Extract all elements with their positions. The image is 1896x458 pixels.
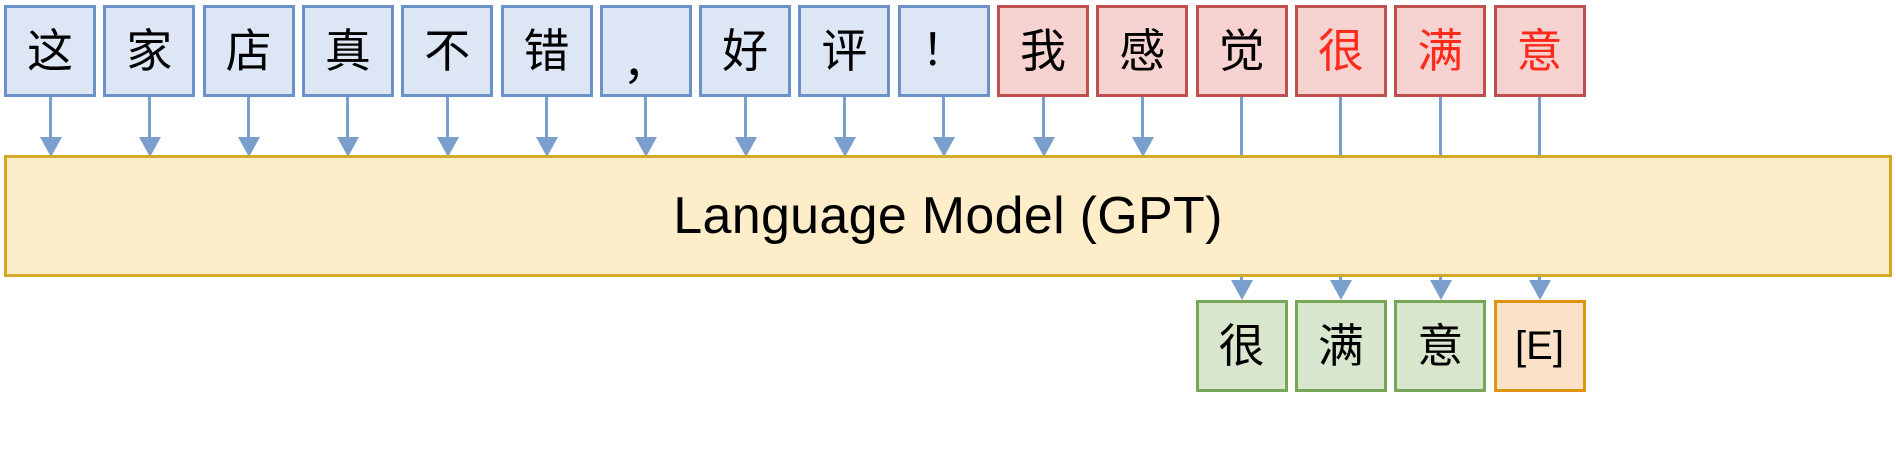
input-token-label: 觉 xyxy=(1218,25,1265,77)
input-connector-14 xyxy=(1339,97,1343,157)
connector-line xyxy=(644,97,648,138)
connector-line xyxy=(1140,97,1144,138)
arrow-head-icon xyxy=(39,137,62,157)
output-token-label: 满 xyxy=(1317,320,1364,372)
arrow-head-icon xyxy=(1131,137,1154,157)
input-connector-9 xyxy=(833,97,856,157)
input-token-label: 很 xyxy=(1317,25,1364,77)
input-connector-11 xyxy=(1032,97,1055,157)
input-token-label: 满 xyxy=(1417,25,1464,77)
input-token-6[interactable]: 错 xyxy=(500,5,593,97)
output-connector-2 xyxy=(1330,277,1353,300)
input-connector-8 xyxy=(734,97,757,157)
input-connector-16 xyxy=(1538,97,1541,157)
arrow-head-icon xyxy=(1429,280,1452,300)
output-token-label: [E] xyxy=(1515,324,1564,368)
input-token-label: 店 xyxy=(225,25,272,77)
connector-line xyxy=(942,97,946,138)
arrow-head-icon xyxy=(734,137,757,157)
connector-line xyxy=(1240,277,1244,281)
connector-line xyxy=(48,97,52,138)
input-token-15[interactable]: 满 xyxy=(1394,5,1487,97)
connector-line xyxy=(1538,97,1541,157)
input-token-12[interactable]: 感 xyxy=(1096,5,1189,97)
input-token-4[interactable]: 真 xyxy=(301,5,394,97)
input-token-label: 好 xyxy=(722,25,769,77)
input-token-2[interactable]: 家 xyxy=(103,5,196,97)
connector-line xyxy=(147,97,151,138)
connector-line xyxy=(1438,277,1442,281)
input-token-16[interactable]: 意 xyxy=(1493,5,1586,97)
arrow-head-icon xyxy=(238,137,261,157)
input-token-label: 不 xyxy=(424,25,471,77)
input-connector-6 xyxy=(536,97,558,157)
connector-line xyxy=(247,97,251,138)
input-connector-13 xyxy=(1240,97,1244,157)
input-token-8[interactable]: 好 xyxy=(699,5,792,97)
input-token-5[interactable]: 不 xyxy=(401,5,494,97)
arrow-head-icon xyxy=(635,137,658,157)
input-connector-3 xyxy=(238,97,261,157)
input-token-11[interactable]: 我 xyxy=(997,5,1089,97)
language-model-box[interactable]: Language Model (GPT) xyxy=(4,155,1892,277)
input-token-label: 我 xyxy=(1020,25,1066,77)
input-connector-2 xyxy=(138,97,161,157)
connector-line xyxy=(1538,277,1541,281)
input-connector-1 xyxy=(39,97,62,157)
input-token-3[interactable]: 店 xyxy=(202,5,295,97)
output-token-1[interactable]: 很 xyxy=(1195,300,1288,392)
output-connector-1 xyxy=(1231,277,1254,300)
input-token-label: 感 xyxy=(1119,25,1166,77)
arrow-head-icon xyxy=(536,137,558,157)
input-token-1[interactable]: 这 xyxy=(4,5,96,97)
arrow-head-icon xyxy=(933,137,956,157)
input-token-label: 意 xyxy=(1516,25,1563,77)
connector-line xyxy=(1041,97,1045,138)
connector-line xyxy=(1438,97,1442,157)
connector-line xyxy=(1240,97,1244,157)
connector-line xyxy=(1339,277,1343,281)
arrow-head-icon xyxy=(138,137,161,157)
output-token-label: 很 xyxy=(1218,320,1265,372)
arrow-head-icon xyxy=(1529,280,1551,300)
connector-line xyxy=(445,97,449,138)
arrow-head-icon xyxy=(1231,280,1254,300)
input-connector-4 xyxy=(337,97,360,157)
output-token-2[interactable]: 满 xyxy=(1294,300,1387,392)
output-token-label: 意 xyxy=(1417,320,1464,372)
input-token-label: ！ xyxy=(921,26,966,75)
output-token-4[interactable]: [E] xyxy=(1493,300,1586,392)
input-token-14[interactable]: 很 xyxy=(1294,5,1387,97)
input-token-10[interactable]: ！ xyxy=(897,5,990,97)
input-token-label: ， xyxy=(622,37,669,89)
input-connector-15 xyxy=(1438,97,1442,157)
arrow-head-icon xyxy=(833,137,856,157)
input-token-7[interactable]: ， xyxy=(599,5,692,97)
input-connector-10 xyxy=(933,97,956,157)
input-token-13[interactable]: 觉 xyxy=(1195,5,1288,97)
input-connector-12 xyxy=(1131,97,1154,157)
input-connector-7 xyxy=(635,97,658,157)
connector-line xyxy=(842,97,846,138)
arrow-head-icon xyxy=(436,137,459,157)
input-token-label: 这 xyxy=(27,25,73,77)
input-token-label: 真 xyxy=(324,25,371,77)
output-connector-4 xyxy=(1529,277,1551,300)
connector-line xyxy=(346,97,350,138)
input-token-label: 家 xyxy=(126,25,173,77)
input-token-label: 评 xyxy=(821,25,868,77)
arrow-head-icon xyxy=(1032,137,1055,157)
input-connector-5 xyxy=(436,97,459,157)
output-connector-3 xyxy=(1429,277,1452,300)
arrow-head-icon xyxy=(1330,280,1353,300)
input-token-9[interactable]: 评 xyxy=(798,5,891,97)
output-token-3[interactable]: 意 xyxy=(1394,300,1487,392)
connector-line xyxy=(545,97,548,138)
arrow-head-icon xyxy=(337,137,360,157)
connector-line xyxy=(743,97,747,138)
input-token-label: 错 xyxy=(523,25,570,77)
connector-line xyxy=(1339,97,1343,157)
